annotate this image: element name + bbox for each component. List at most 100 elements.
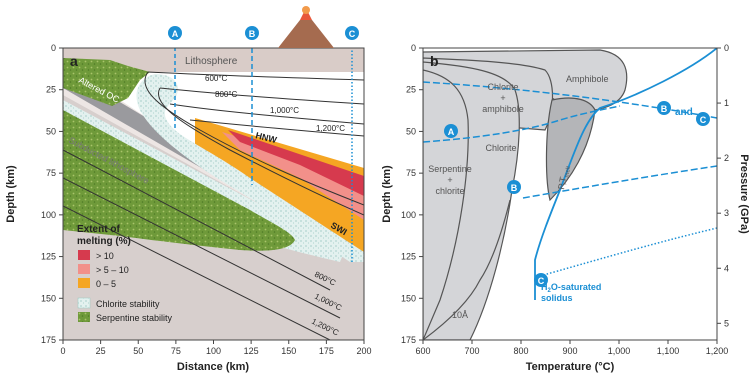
- geotherm-c-lower: [539, 227, 717, 277]
- legend-swatch-mid: [78, 264, 90, 274]
- isotherm-label-600: 600°C: [205, 74, 228, 83]
- chlorite-zone-wedge: [136, 74, 364, 262]
- field-label-chlorite-amphibole-2: +: [500, 93, 505, 103]
- legend-title-2: melting (%): [77, 236, 131, 247]
- water-saturated-solidus: [534, 48, 717, 300]
- marker-c-top: C: [345, 26, 359, 40]
- svg-text:C: C: [538, 276, 545, 286]
- marker-b-text: B: [249, 29, 256, 39]
- legend-label-high: > 10: [96, 251, 114, 261]
- panel-a-ytick-label: 75: [46, 168, 56, 178]
- bc-and-label: and: [675, 107, 693, 118]
- panel-b-ytick-label: 75: [406, 168, 416, 178]
- pt-melt-sub: melt: [564, 166, 572, 179]
- geotherm-a: [423, 105, 621, 143]
- field-label-10a: 10Å: [452, 310, 468, 320]
- svg-text:C: C: [700, 115, 707, 125]
- lithosphere-label: Lithosphere: [185, 56, 238, 67]
- svg-text:A: A: [448, 127, 455, 137]
- panel-a-xtick-label: 200: [356, 346, 371, 356]
- volcano-icon: [278, 6, 334, 48]
- melt-zone-high: [228, 130, 364, 196]
- field-serpentine-chlorite: [423, 69, 469, 340]
- panel-b-ytick-label: 125: [401, 252, 416, 262]
- panel-a-ytick-label: 0: [51, 43, 56, 53]
- legend: Extent of melting (%) > 10 > 5 – 10 0 – …: [77, 224, 173, 323]
- marker-b-bc-upper: B and C: [657, 101, 710, 126]
- legend-label-low: 0 – 5: [96, 279, 116, 289]
- field-label-chlorite-amphibole-1: Chlorite: [487, 82, 518, 92]
- panel-a-letter: a: [70, 53, 78, 69]
- panel-b-xtick-label: 900: [562, 346, 577, 356]
- panel-a-xtick-label: 75: [171, 346, 181, 356]
- panel-a: A B C a Lithosphere Altered OC Subducted…: [5, 6, 372, 373]
- panel-b-y2tick-label: 0: [724, 43, 729, 53]
- panel-b-ytick-label: 25: [406, 85, 416, 95]
- legend-label-chlorite: Chlorite stability: [96, 299, 160, 309]
- isotherm-800-down: [157, 87, 364, 216]
- isotherm-label-800: 800°C: [215, 90, 238, 99]
- serpentine-zone-wedge: [63, 58, 150, 106]
- panel-b-ytick-label: 0: [411, 43, 416, 53]
- panel-b-xtick-label: 600: [415, 346, 430, 356]
- chlorite-zone-slab: [63, 100, 345, 262]
- panel-b-ytick-label: 50: [406, 126, 416, 136]
- panel-b-ytick-label: 100: [401, 210, 416, 220]
- isotherm-label-1000: 1,000°C: [270, 106, 299, 115]
- marker-a-text: A: [172, 29, 179, 39]
- isotherm-slab-1000: [63, 177, 341, 319]
- isotherm-1000: [169, 103, 364, 125]
- panel-b-ytick-label: 150: [401, 293, 416, 303]
- legend-swatch-chlorite: [77, 297, 91, 309]
- serpentine-zone-slab: [63, 110, 295, 251]
- marker-b-b-lower: B: [507, 180, 521, 194]
- legend-swatch-low: [78, 278, 90, 288]
- isotherm-slab-1200: [63, 205, 331, 340]
- field-label-amphibole: Amphibole: [566, 74, 609, 84]
- panel-b-ytick-label: 175: [401, 335, 416, 345]
- pt-melt-main: P,T: [556, 175, 568, 190]
- svg-text:B: B: [511, 183, 518, 193]
- panel-a-xtick-label: 50: [133, 346, 143, 356]
- marker-b-top: B: [245, 26, 259, 40]
- svg-text:B: B: [661, 104, 668, 114]
- field-pt-melt: [545, 97, 596, 202]
- panel-a-xtick-label: 100: [206, 346, 221, 356]
- legend-swatch-serpentine: [78, 312, 90, 322]
- panel-b-y2tick-label: 3: [724, 208, 729, 218]
- marker-b-a: A: [444, 124, 458, 138]
- panel-b-xtick-label: 1,000: [608, 346, 631, 356]
- melt-zone-mid: [222, 132, 364, 220]
- isotherm-600-down: [144, 71, 364, 206]
- marker-b-c-lower: C: [534, 273, 548, 287]
- boundary-10a: [423, 199, 511, 340]
- marker-c-text: C: [349, 29, 356, 39]
- field-label-serp-3: chlorite: [435, 186, 464, 196]
- legend-title-1: Extent of: [77, 224, 120, 235]
- panel-b-ylabel: Depth (km): [381, 165, 393, 223]
- pt-melt-label: P,Tmelt: [556, 164, 572, 191]
- panel-b-y2tick-label: 4: [724, 263, 729, 273]
- marker-a-top: A: [168, 26, 182, 40]
- panel-b-y2tick-label: 5: [724, 318, 729, 328]
- panel-b-xtick-label: 700: [464, 346, 479, 356]
- solidus-label-1: H2O-saturated: [541, 282, 601, 294]
- field-label-chlorite-amphibole-3: amphibole: [482, 104, 524, 114]
- isotherm-600: [147, 71, 364, 81]
- panel-a-xtick-label: 150: [281, 346, 296, 356]
- legend-swatch-high: [78, 250, 90, 260]
- isotherm-slab-800: [63, 149, 331, 291]
- panel-a-ytick-label: 50: [46, 126, 56, 136]
- panel-a-xtick-label: 0: [60, 346, 65, 356]
- svg-text:P,Tmelt: P,Tmelt: [556, 164, 572, 190]
- panel-b-y2label: Pressure (GPa): [738, 154, 750, 234]
- panel-a-xtick-label: 25: [96, 346, 106, 356]
- field-label-serp-2: +: [447, 175, 452, 185]
- solidus-label-2: solidus: [541, 293, 573, 303]
- panel-b-y2tick-label: 2: [724, 153, 729, 163]
- panel-b-letter: b: [430, 53, 439, 69]
- panel-a-ytick-label: 125: [41, 252, 56, 262]
- panel-b-xlabel: Temperature (°C): [526, 361, 615, 373]
